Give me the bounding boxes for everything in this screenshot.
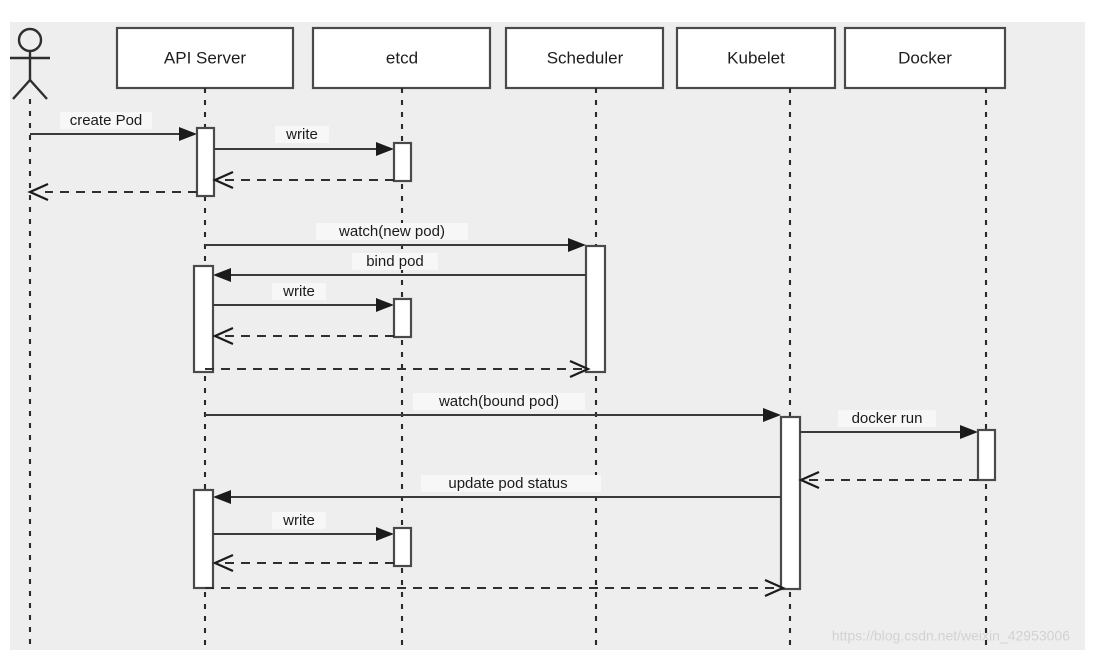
participant-box-etcd[interactable]	[311, 26, 492, 90]
activation-etcd-1	[392, 141, 413, 183]
message-label-bg-write-2	[272, 283, 326, 300]
message-label-write-1: write	[285, 126, 318, 143]
message-return-etcd-1[interactable]	[212, 170, 394, 190]
arrowhead-return-etcd-3	[212, 553, 234, 573]
message-return-etcd-3[interactable]	[212, 553, 394, 573]
arrowhead-write-3	[376, 527, 394, 541]
activation-api-server-1	[195, 126, 216, 198]
message-docker-run[interactable]: docker run	[800, 410, 978, 439]
message-bind-pod[interactable]: bind pod	[213, 253, 586, 282]
arrowhead-return-etcd-1	[212, 170, 234, 190]
actor-leg-right-icon	[29, 79, 48, 100]
message-label-update-pod-status: update pod status	[448, 475, 567, 492]
participant-etcd[interactable]: etcd	[311, 26, 492, 645]
message-return-kubelet-1[interactable]	[205, 578, 786, 598]
activation-scheduler-1	[584, 244, 607, 374]
diagram-background	[10, 22, 1085, 650]
message-return-actor-1[interactable]	[27, 182, 197, 202]
message-write-2[interactable]: write	[213, 283, 394, 312]
participant-docker[interactable]: Docker	[843, 26, 1007, 645]
message-watch-new-pod[interactable]: watch(new pod)	[205, 223, 586, 252]
message-label-bg-update-pod-status	[421, 475, 601, 492]
message-return-scheduler-1[interactable]	[205, 359, 591, 379]
actor-leg-left-icon	[12, 79, 31, 100]
arrowhead-write-1	[376, 142, 394, 156]
message-label-bg-create-pod	[60, 112, 152, 129]
arrowhead-return-actor-1	[27, 182, 49, 202]
activation-etcd-2	[392, 297, 413, 339]
message-label-create-pod: create Pod	[70, 112, 143, 129]
participant-label-docker: Docker	[898, 48, 952, 67]
message-label-docker-run: docker run	[852, 410, 923, 427]
arrowhead-update-pod-status	[213, 490, 231, 504]
arrowhead-return-scheduler-1	[569, 359, 591, 379]
participant-kubelet[interactable]: Kubelet	[675, 26, 837, 645]
arrowhead-watch-bound-pod	[763, 408, 781, 422]
arrowhead-return-docker-1	[798, 470, 820, 490]
arrowhead-write-2	[376, 298, 394, 312]
activation-kubelet-1	[779, 415, 802, 591]
arrowhead-docker-run	[960, 425, 978, 439]
message-label-write-2: write	[282, 283, 315, 300]
participant-label-api-server: API Server	[164, 48, 247, 67]
arrowhead-bind-pod	[213, 268, 231, 282]
activation-api-server-3	[192, 488, 215, 590]
message-label-watch-new-pod: watch(new pod)	[338, 223, 445, 240]
user-actor[interactable]	[10, 27, 50, 645]
arrowhead-create-pod	[179, 127, 197, 141]
message-label-bg-write-1	[275, 126, 329, 143]
message-return-etcd-2[interactable]	[212, 326, 394, 346]
message-create-pod[interactable]: create Pod	[30, 112, 197, 141]
arrowhead-return-etcd-2	[212, 326, 234, 346]
message-label-bg-docker-run	[838, 410, 936, 427]
participant-label-etcd: etcd	[386, 48, 418, 67]
arrowhead-return-kubelet-1	[764, 578, 786, 598]
activation-docker-1	[976, 428, 997, 482]
arrowhead-watch-new-pod	[568, 238, 586, 252]
participant-box-kubelet[interactable]	[675, 26, 837, 90]
message-label-bind-pod: bind pod	[366, 253, 424, 270]
activation-api-server-2	[192, 264, 215, 374]
message-return-docker-1[interactable]	[798, 470, 978, 490]
participant-box-api-server[interactable]	[115, 26, 295, 90]
message-write-1[interactable]: write	[214, 126, 394, 156]
participant-box-scheduler[interactable]	[504, 26, 665, 90]
message-label-watch-bound-pod: watch(bound pod)	[438, 393, 559, 410]
message-label-bg-watch-bound-pod	[413, 393, 585, 410]
participant-label-kubelet: Kubelet	[727, 48, 785, 67]
message-update-pod-status[interactable]: update pod status	[213, 475, 781, 504]
participant-box-docker[interactable]	[843, 26, 1007, 90]
message-label-bg-bind-pod	[352, 253, 438, 270]
message-write-3[interactable]: write	[213, 512, 394, 541]
activation-etcd-3	[392, 526, 413, 568]
message-watch-bound-pod[interactable]: watch(bound pod)	[205, 393, 781, 422]
watermark: https://blog.csdn.net/weixin_42953006	[832, 628, 1070, 644]
participant-label-scheduler: Scheduler	[547, 48, 624, 67]
message-label-bg-watch-new-pod	[316, 223, 468, 240]
message-label-write-3: write	[282, 512, 315, 529]
message-label-bg-write-3	[272, 512, 326, 529]
